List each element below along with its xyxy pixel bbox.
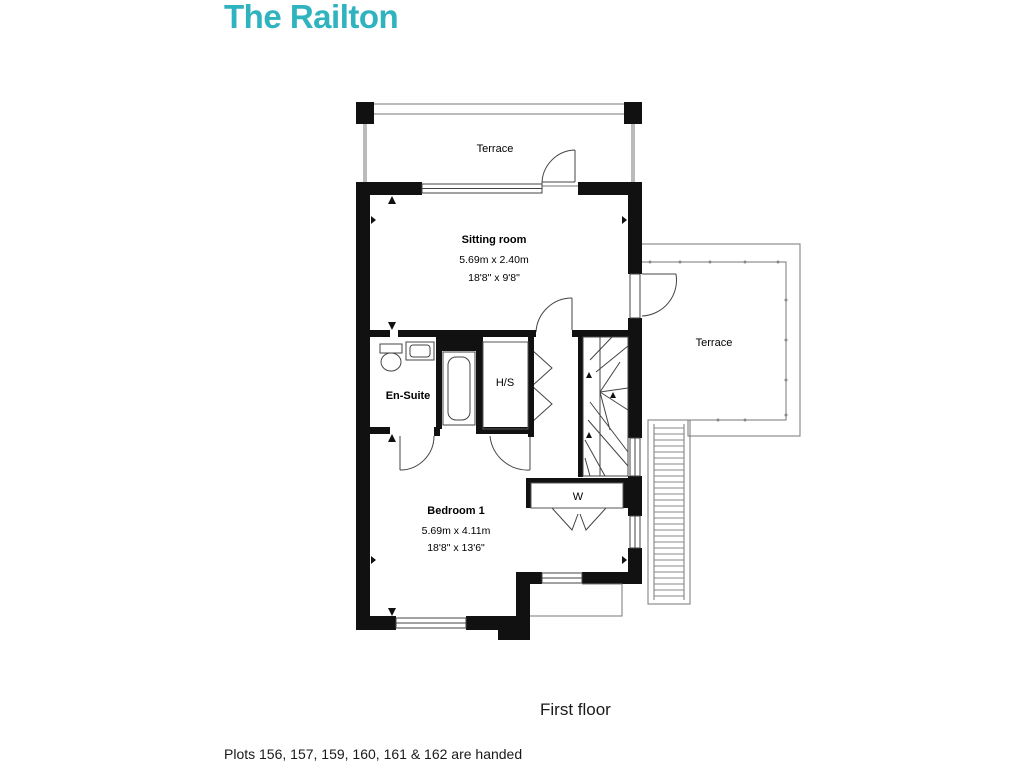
sitting-room-imperial: 18'8" x 9'8" <box>468 272 520 284</box>
terrace-posts <box>648 260 788 422</box>
floor-label: First floor <box>540 700 611 719</box>
page-title: The Railton <box>224 0 399 35</box>
bay-outline <box>530 583 623 617</box>
terrace-right-label: Terrace <box>696 337 733 349</box>
exterior-walls <box>356 182 642 640</box>
bedroom1-metric: 5.69m x 4.11m <box>422 525 491 537</box>
stair-arrows <box>586 372 616 438</box>
sitting-room-label: Sitting room <box>462 234 527 246</box>
internal-stair <box>582 336 629 477</box>
windows <box>395 183 641 629</box>
bedroom1-label: Bedroom 1 <box>427 505 484 517</box>
terrace-top-label: Terrace <box>477 143 514 155</box>
plots-note: Plots 156, 157, 159, 160, 161 & 162 are … <box>224 746 523 762</box>
doors <box>399 149 677 531</box>
sitting-room-metric: 5.69m x 2.40m <box>459 254 529 266</box>
en-suite-fixtures <box>379 341 476 426</box>
interior-walls <box>370 330 628 508</box>
stair-treads <box>654 427 684 597</box>
wardrobe-label: W <box>573 491 584 503</box>
wall-pier <box>624 102 642 124</box>
internal-lines <box>482 341 624 509</box>
en-suite-label: En-Suite <box>386 390 431 402</box>
bedroom1-imperial: 18'8" x 13'6" <box>427 542 485 554</box>
wall-pier <box>356 102 374 124</box>
hs-label: H/S <box>496 377 514 389</box>
dimension-arrows <box>371 196 627 616</box>
